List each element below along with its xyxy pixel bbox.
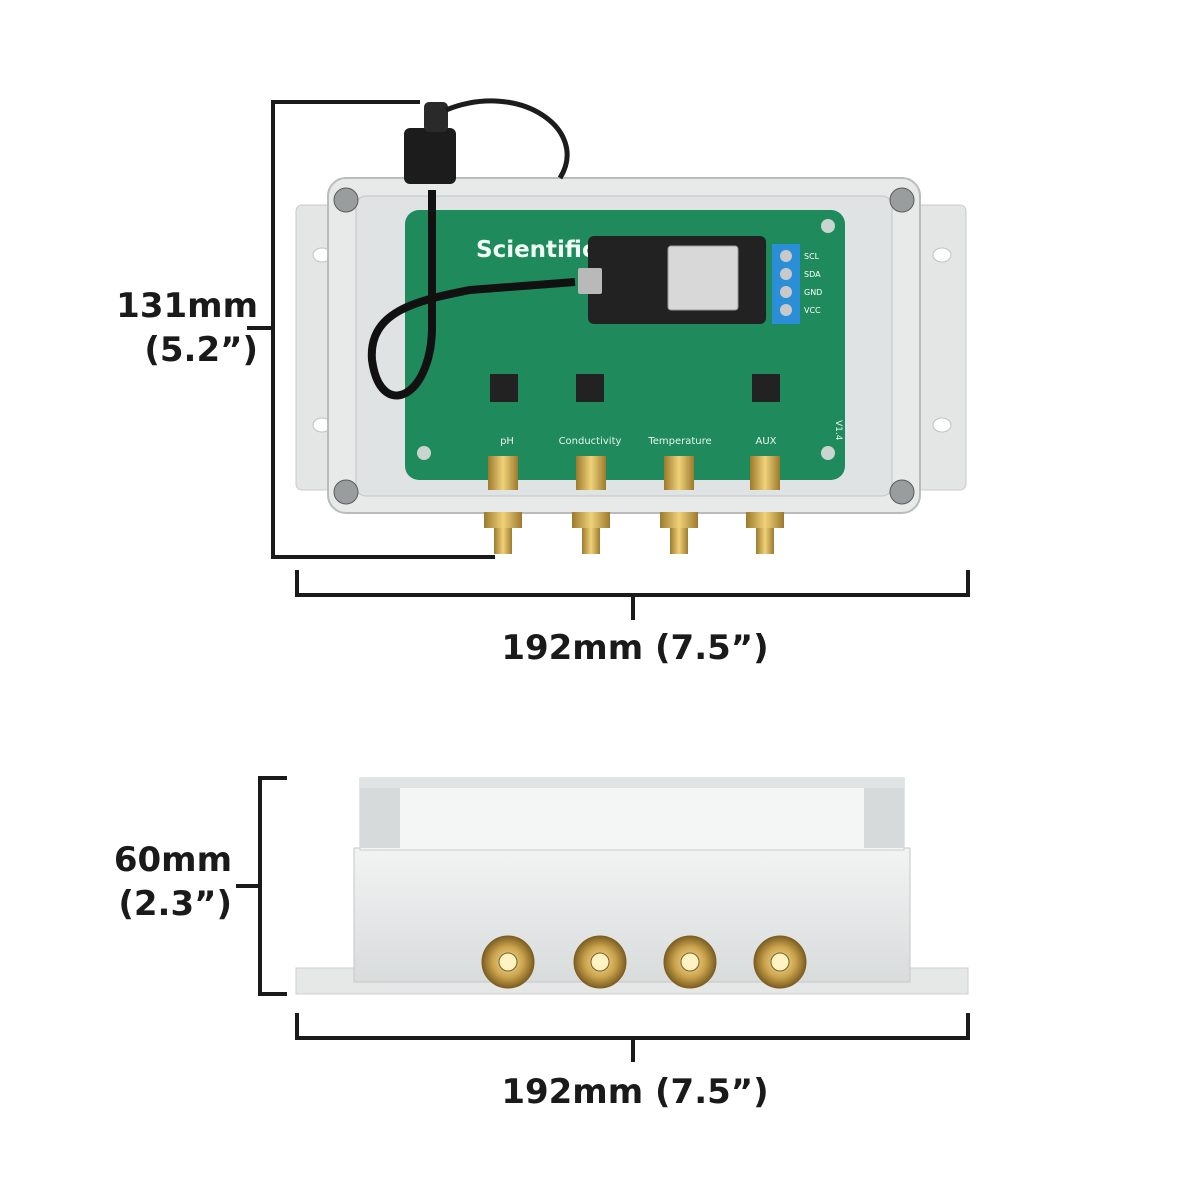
lid-screw — [889, 479, 915, 505]
channel-label-temperature: Temperature — [647, 436, 711, 447]
side-width-dimension — [295, 1013, 970, 1062]
sma-connector — [484, 456, 522, 554]
top-view-enclosure: Scientific SCL SDA GND VCC pH Conductivi… — [295, 98, 967, 514]
wifi-module — [667, 245, 739, 311]
side-height-label: 60mm (2.3”) — [82, 838, 232, 926]
pcb-hole — [417, 446, 431, 460]
sma-connector — [660, 456, 698, 554]
side-view-connectors — [481, 935, 807, 989]
pcb-hole — [821, 219, 835, 233]
top-height-dimension — [247, 100, 495, 559]
lid-screw — [889, 187, 915, 213]
lid-edge-right — [864, 788, 904, 848]
side-height-dimension — [236, 776, 287, 996]
gland-tether — [445, 98, 570, 180]
side-body — [353, 847, 911, 983]
sma-connector — [746, 456, 784, 554]
gland-cap — [424, 102, 448, 132]
terminal-screw — [780, 286, 792, 298]
lid-screw — [333, 479, 359, 505]
channel-label-aux: AUX — [755, 436, 776, 447]
top-height-label: 131mm (5.2”) — [98, 284, 258, 372]
cable-gland — [404, 128, 456, 184]
channel-label-conductivity: Conductivity — [559, 436, 622, 447]
side-width-label: 192mm (7.5”) — [501, 1072, 769, 1112]
terminal-screw — [780, 250, 792, 262]
terminal-label: GND — [804, 288, 822, 297]
side-height-inch: (2.3”) — [118, 884, 232, 924]
side-view-enclosure — [295, 777, 969, 995]
lid-edge-left — [360, 788, 400, 848]
flange-hole — [932, 417, 952, 433]
side-clear-lid — [359, 777, 905, 851]
terminal-label: VCC — [804, 306, 821, 315]
top-width-dimension — [295, 570, 970, 620]
channel-chip — [752, 374, 780, 402]
side-height-mm: 60mm — [113, 840, 232, 880]
top-height-mm: 131mm — [116, 286, 258, 326]
lid-screw — [333, 187, 359, 213]
pcb-hole — [821, 446, 835, 460]
flange-hole — [932, 247, 952, 263]
sma-connector — [572, 456, 610, 554]
terminal-screw — [780, 304, 792, 316]
channel-label-ph: pH — [500, 436, 514, 447]
top-height-inch: (5.2”) — [144, 330, 258, 370]
terminal-label: SCL — [804, 252, 820, 261]
terminal-label: SDA — [804, 270, 821, 279]
channel-chip — [576, 374, 604, 402]
pcb-brand-text: Scientific — [476, 237, 596, 263]
usb-port — [578, 268, 602, 294]
pcb-version: V1.4 — [833, 420, 843, 441]
internal-cable — [367, 190, 576, 400]
top-view-connectors — [484, 456, 784, 554]
top-width-label: 192mm (7.5”) — [501, 628, 769, 668]
terminal-screw — [780, 268, 792, 280]
lid-rim — [360, 778, 904, 788]
channel-chip — [490, 374, 518, 402]
